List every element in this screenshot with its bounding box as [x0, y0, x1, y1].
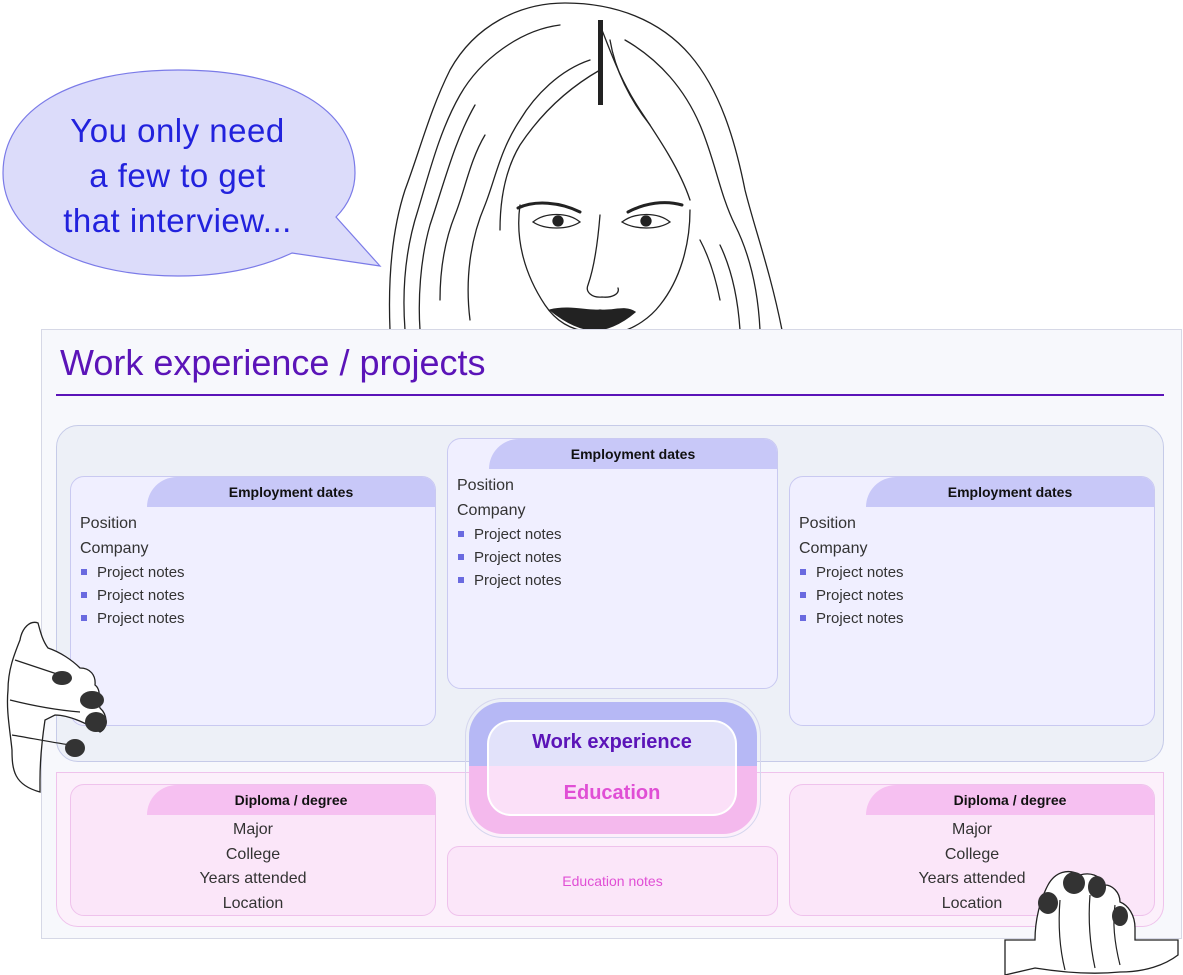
education-label: Education [563, 782, 661, 804]
college-text: College [944, 845, 1000, 863]
education-notes: Education notes [447, 846, 778, 916]
project-note: Project notes [799, 561, 1146, 584]
project-note-text: Project notes [97, 610, 185, 627]
page-title: Work experience / projects [60, 342, 486, 383]
bullet-icon [458, 577, 464, 583]
bullet-icon [800, 592, 806, 598]
left-hand-illustration [6, 621, 107, 793]
woman-illustration [388, 2, 783, 333]
project-note-text: Project notes [474, 549, 562, 566]
job-card: Employment dates Position Company Projec… [789, 476, 1155, 726]
project-note-text: Project notes [474, 572, 562, 589]
major-text: Major [951, 821, 992, 838]
badge-work-panel [487, 720, 737, 766]
project-note: Project notes [457, 569, 769, 592]
job-card: Employment dates Position Company Projec… [447, 438, 778, 689]
company-text: Company [80, 540, 149, 557]
project-note: Project notes [80, 561, 427, 584]
employment-dates-header: Employment dates [147, 477, 435, 507]
education-card: Diploma / degree Major College Years att… [789, 784, 1155, 916]
college-text: College [225, 845, 281, 863]
right-hand-illustration [1004, 871, 1179, 975]
location-text: Location [222, 895, 284, 913]
diploma-header: Diploma / degree [866, 785, 1154, 815]
project-note-text: Project notes [474, 526, 562, 543]
employment-dates-header: Employment dates [866, 477, 1154, 507]
bullet-icon [458, 554, 464, 560]
project-note-text: Project notes [97, 564, 185, 581]
bullet-icon [81, 615, 87, 621]
diploma-header: Diploma / degree [147, 785, 435, 815]
project-note-text: Project notes [816, 564, 904, 581]
bullet-icon [81, 592, 87, 598]
project-note: Project notes [80, 607, 427, 630]
badge-education-panel [487, 766, 737, 816]
speech-bubble-text: You only need a few to get that intervie… [20, 108, 335, 243]
speech-line: a few to get [89, 157, 266, 194]
project-note: Project notes [799, 584, 1146, 607]
years-attended-text: Years attended [199, 870, 307, 888]
project-note: Project notes [457, 523, 769, 546]
employment-dates-header: Employment dates [489, 439, 777, 469]
project-note-text: Project notes [97, 587, 185, 604]
position-text: Position [457, 477, 514, 494]
title-divider [56, 394, 1164, 396]
speech-bubble [2, 69, 382, 277]
bullet-icon [458, 531, 464, 537]
job-card: Employment dates Position Company Projec… [70, 476, 436, 726]
company-text: Company [799, 540, 868, 557]
project-note-text: Project notes [816, 610, 904, 627]
project-note: Project notes [457, 546, 769, 569]
work-experience-label: Work experience [532, 731, 692, 753]
education-card: Diploma / degree Major College Years att… [70, 784, 436, 916]
project-note-text: Project notes [816, 587, 904, 604]
position-text: Position [80, 515, 137, 532]
company-text: Company [457, 502, 526, 519]
major-text: Major [232, 821, 273, 838]
bullet-icon [800, 569, 806, 575]
speech-line: You only need [70, 112, 285, 149]
position-text: Position [799, 515, 856, 532]
speech-line: that interview... [63, 202, 292, 239]
bullet-icon [800, 615, 806, 621]
bullet-icon [81, 569, 87, 575]
center-badge [465, 698, 761, 838]
project-note: Project notes [799, 607, 1146, 630]
location-text: Location [941, 895, 1003, 913]
years-attended-text: Years attended [918, 870, 1026, 888]
project-note: Project notes [80, 584, 427, 607]
